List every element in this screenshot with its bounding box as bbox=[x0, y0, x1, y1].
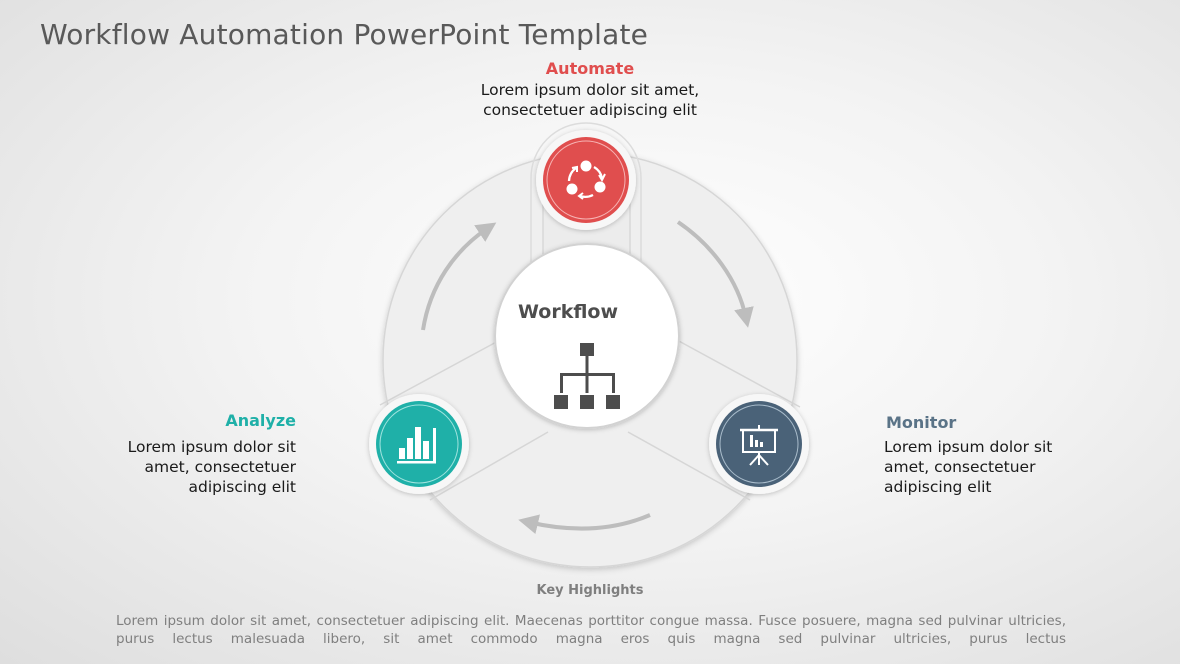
spoke-left bbox=[379, 339, 549, 501]
key-highlights-title: Key Highlights bbox=[536, 583, 644, 598]
automate-title: Automate bbox=[545, 59, 635, 78]
org-chart-icon bbox=[554, 343, 620, 409]
arrow-automate-to-monitor bbox=[676, 220, 754, 328]
center-hub: Workflow bbox=[494, 243, 680, 429]
monitor-text: Lorem ipsum dolor sit amet, consectetuer… bbox=[884, 437, 1052, 497]
key-highlights-body: Lorem ipsum dolor sit amet, consectetuer… bbox=[116, 613, 1066, 647]
monitor-node[interactable] bbox=[709, 394, 809, 494]
automate-text: Lorem ipsum dolor sit amet, consectetuer… bbox=[0, 80, 1180, 120]
analyze-text-line2: amet, consectetuer bbox=[144, 458, 296, 476]
monitor-text-line2: amet, consectetuer bbox=[884, 458, 1036, 476]
analyze-title: Analyze bbox=[225, 411, 296, 430]
monitor-text-line1: Lorem ipsum dolor sit bbox=[884, 438, 1053, 456]
analyze-text: Lorem ipsum dolor sit amet, consectetuer… bbox=[128, 437, 296, 497]
analyze-text-line3: adipiscing elit bbox=[188, 478, 296, 496]
monitor-title: Monitor bbox=[886, 413, 957, 432]
arrow-analyze-to-automate bbox=[421, 222, 497, 331]
automate-node[interactable] bbox=[536, 130, 636, 230]
analyze-text-line1: Lorem ipsum dolor sit bbox=[127, 438, 296, 456]
monitor-text-line3: adipiscing elit bbox=[884, 478, 992, 496]
bar-chart-icon bbox=[397, 427, 436, 464]
automate-text-line2: consectetuer adipiscing elit bbox=[483, 101, 697, 119]
arrow-monitor-to-analyze bbox=[518, 513, 651, 535]
presentation-board-icon bbox=[740, 425, 778, 466]
slide-title: Workflow Automation PowerPoint Template bbox=[40, 18, 649, 51]
automate-text-line1: Lorem ipsum dolor sit amet, bbox=[480, 81, 700, 99]
spoke-right bbox=[627, 339, 801, 501]
cycle-icon bbox=[566, 160, 606, 200]
center-label: Workflow bbox=[518, 301, 618, 323]
analyze-node[interactable] bbox=[369, 394, 469, 494]
